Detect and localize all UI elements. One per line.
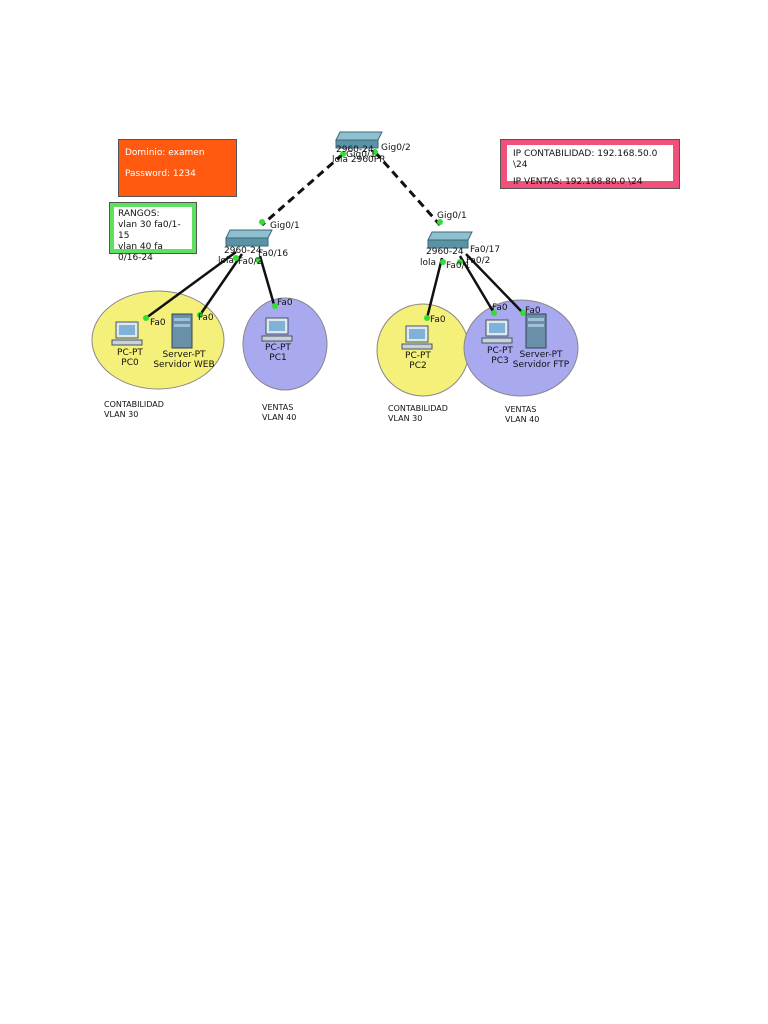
zone-caption-ventas-left: VENTAS VLAN 40 [262, 403, 296, 423]
zone-vlan: VLAN 30 [388, 414, 423, 423]
right-switch-port-fa01: Fa0/1 [446, 261, 471, 271]
ftp-label: Server-PT Servidor FTP [505, 350, 577, 370]
pc3-icon [481, 319, 513, 344]
credentials-note: Dominio: examen Password: 1234 [118, 139, 237, 197]
web-port: Fa0 [198, 313, 214, 323]
pc1-label: PC-PT PC1 [256, 343, 300, 363]
zone-dept: CONTABILIDAD [104, 400, 164, 409]
pc3-port: Fa0 [492, 303, 508, 313]
zone-caption-contabilidad-left: CONTABILIDAD VLAN 30 [104, 400, 164, 420]
right-switch-name: lola [420, 258, 437, 268]
left-switch-port-fa016: Fa0/16 [258, 249, 289, 259]
link-pc1 [258, 255, 277, 309]
pc2-icon [401, 325, 433, 350]
pc3-label: PC-PT PC3 [478, 346, 522, 366]
web-type: Server-PT [162, 350, 206, 360]
server-web-icon [171, 313, 193, 349]
switch-core-icon [335, 131, 383, 149]
pc0-port: Fa0 [150, 318, 166, 328]
zone-dept: VENTAS [262, 403, 294, 412]
pc1-name: PC1 [269, 353, 287, 363]
ranges-note: RANGOS: vlan 30 fa0/1-15 vlan 40 fa 0/16… [109, 202, 197, 263]
zone-vlan: VLAN 30 [104, 410, 139, 419]
core-switch-model: 2960-24 [336, 145, 374, 155]
link-ftp [465, 253, 524, 314]
link-pc3 [458, 255, 496, 314]
pc0-label: PC-PT PC0 [108, 348, 152, 368]
pc1-icon [261, 317, 293, 342]
core-switch-name: lola 2960PR [332, 155, 386, 165]
pc0-type: PC-PT [117, 348, 143, 358]
trunk-core-left [261, 152, 344, 227]
core-port-gig01: Gig0/1 [346, 150, 376, 160]
server-ftp-icon [525, 313, 547, 349]
web-name: Servidor WEB [153, 360, 215, 370]
link-dots [143, 149, 526, 321]
switch-right-icon [427, 231, 473, 249]
zone-ventas-left [242, 297, 328, 391]
pc0-name: PC0 [121, 358, 139, 368]
pc2-label: PC-PT PC2 [396, 351, 440, 371]
pc3-type: PC-PT [487, 346, 513, 356]
left-switch-port-fa02: Fa0/2 [238, 257, 263, 267]
pc2-name: PC2 [409, 361, 427, 371]
core-port-gig02: Gig0/2 [381, 143, 411, 153]
credentials-domain: Dominio: examen [125, 148, 205, 158]
ip-contabilidad: IP CONTABILIDAD: 192.168.50.0 \24 [513, 149, 658, 170]
right-switch-port-gig01: Gig0/1 [437, 211, 467, 221]
pc3-name: PC3 [491, 356, 509, 366]
ftp-name: Servidor FTP [512, 360, 570, 370]
credentials-password: Password: 1234 [125, 169, 196, 179]
ip-note: IP CONTABILIDAD: 192.168.50.0 \24 IP VEN… [500, 139, 680, 189]
zone-dept: VENTAS [505, 405, 537, 414]
left-switch-model: 2960-24 [224, 246, 262, 256]
switch-left-icon [225, 229, 273, 247]
link-web [198, 253, 244, 316]
ip-ventas: IP VENTAS: 192.168.80.0 \24 [513, 177, 643, 187]
zone-vlan: VLAN 40 [505, 415, 540, 424]
ftp-port: Fa0 [525, 306, 541, 316]
right-switch-port-fa02: Fa0/2 [466, 256, 491, 266]
right-switch-model: 2960-24 [426, 247, 464, 257]
trunk-core-right [373, 151, 442, 226]
pc0-icon [111, 321, 143, 346]
web-label: Server-PT Servidor WEB [148, 350, 220, 370]
pc1-port: Fa0 [277, 298, 293, 308]
pc1-type: PC-PT [265, 343, 291, 353]
ranges-title: RANGOS: [118, 209, 160, 219]
link-pc2 [425, 257, 444, 319]
left-switch-name: lola [218, 256, 235, 266]
ranges-vlan40: vlan 40 fa 0/16-24 [118, 242, 163, 263]
zone-contabilidad-right [376, 303, 470, 397]
ranges-vlan30: vlan 30 fa0/1-15 [118, 220, 181, 241]
zone-dept: CONTABILIDAD [388, 404, 448, 413]
link-pc0 [145, 250, 237, 320]
zone-vlan: VLAN 40 [262, 413, 297, 422]
right-switch-port-fa017: Fa0/17 [470, 245, 501, 255]
pc2-type: PC-PT [405, 351, 431, 361]
zone-caption-ventas-right: VENTAS VLAN 40 [505, 405, 539, 425]
left-switch-port-gig01: Gig0/1 [270, 221, 300, 231]
ftp-type: Server-PT [519, 350, 563, 360]
zone-caption-contabilidad-right: CONTABILIDAD VLAN 30 [388, 404, 448, 424]
pc2-port: Fa0 [430, 315, 446, 325]
